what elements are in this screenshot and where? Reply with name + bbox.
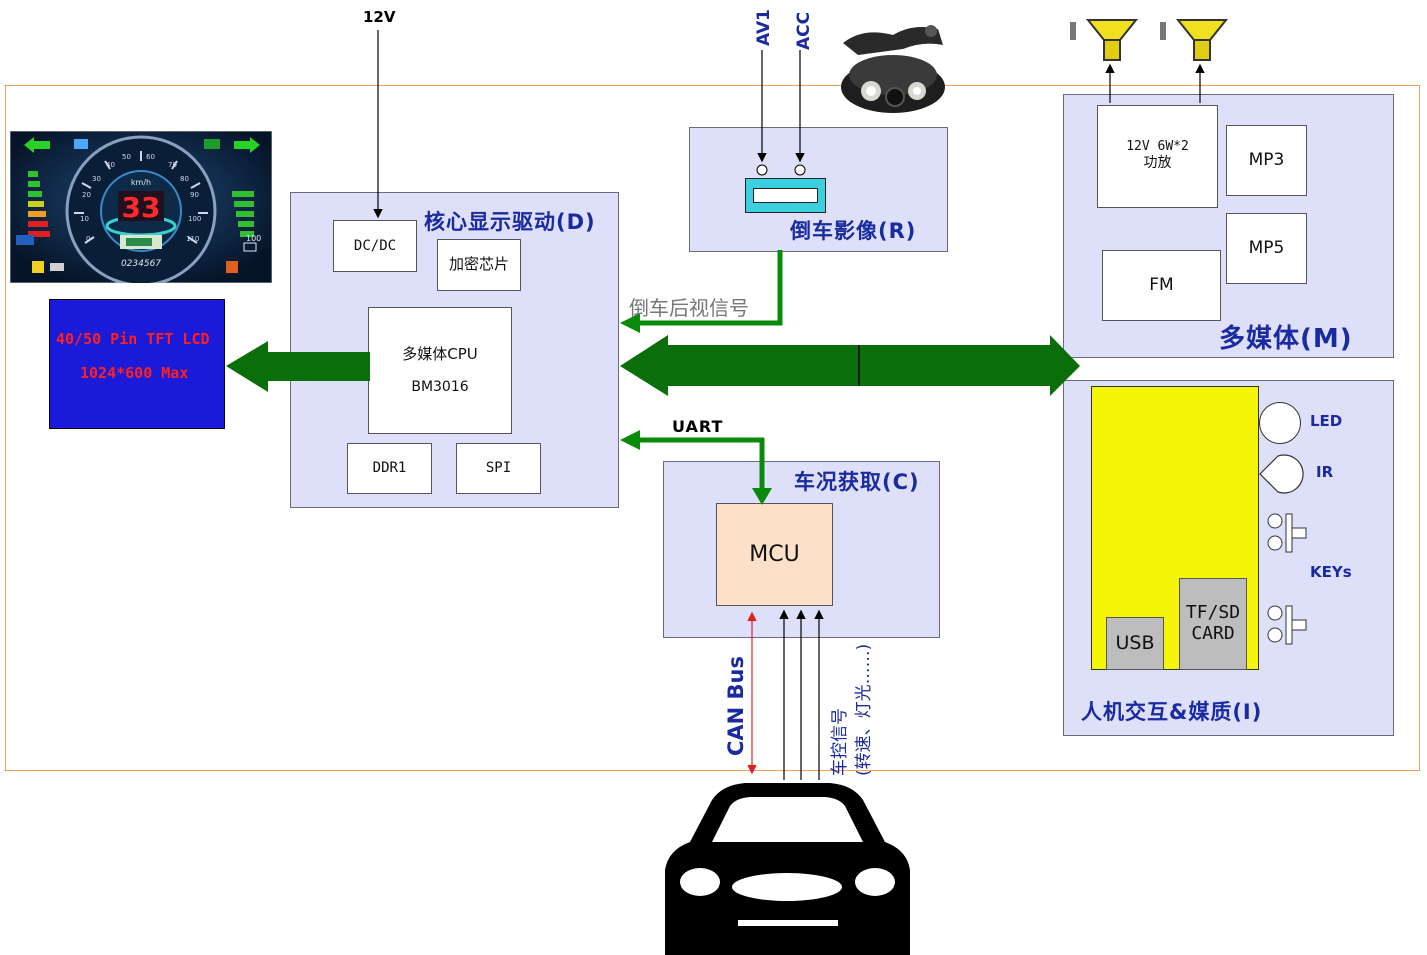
mcu-block: MCU (716, 503, 833, 606)
amplifier-block: 12V 6W*2 功放 (1097, 105, 1218, 208)
keys-label: KEYs (1310, 563, 1352, 581)
cpu-to-lcd-arrow (226, 341, 370, 392)
crypto-chip-block: 加密芯片 (437, 239, 521, 291)
mp3-block: MP3 (1226, 125, 1307, 196)
tf-sd-card-slot: TF/SD CARD (1179, 578, 1247, 670)
mp5-block: MP5 (1226, 213, 1307, 284)
cpu-model: BM3016 (411, 379, 469, 396)
svg-text:10: 10 (80, 215, 89, 223)
svg-text:30: 30 (92, 175, 101, 183)
reverse-panel-title: 倒车影像(R) (790, 219, 917, 243)
svg-text:100: 100 (246, 234, 261, 243)
multimedia-cpu-block: 多媒体CPU BM3016 (368, 307, 512, 434)
usb-port: USB (1106, 617, 1164, 670)
tft-lcd-display: 40/50 Pin TFT LCD 1024*600 Max (49, 299, 225, 429)
speaker-icon (1070, 14, 1142, 64)
svg-text:60: 60 (146, 153, 155, 161)
multimedia-panel-title: 多媒体(M) (1219, 324, 1353, 354)
dcdc-block: DC/DC (333, 220, 417, 272)
reverse-signal-label: 倒车后视信号 (629, 296, 749, 320)
tf-label-2: CARD (1191, 623, 1235, 644)
spi-block: SPI (456, 443, 541, 494)
amplifier-spec: 12V 6W*2 (1126, 139, 1189, 154)
can-bus-label: CAN Bus (724, 655, 748, 756)
tf-label-1: TF/SD (1185, 602, 1241, 624)
key-switch-icon (1266, 604, 1310, 648)
svg-text:40: 40 (106, 161, 115, 169)
speaker-icon (1160, 14, 1232, 64)
svg-text:50: 50 (122, 153, 131, 161)
control-signal-label-1: 车控信号 (830, 708, 850, 776)
control-signal-label-2: (转速、灯光……) (854, 643, 874, 776)
dashboard-odometer: 0234567 (121, 259, 161, 269)
svg-text:20: 20 (82, 191, 91, 199)
acc-label: ACC (794, 11, 814, 50)
uart-path (636, 437, 765, 495)
core-panel-title: 核心显示驱动(D) (424, 210, 596, 234)
camera-connector (745, 178, 826, 213)
fm-block: FM (1102, 250, 1221, 321)
led-label: LED (1310, 412, 1343, 430)
svg-text:100: 100 (188, 215, 201, 223)
lcd-spec-line2: 1024*600 Max (80, 364, 189, 382)
svg-text:90: 90 (190, 191, 199, 199)
camera-image (833, 15, 955, 115)
av1-label: AV1 (754, 9, 774, 46)
svg-text:80: 80 (180, 175, 189, 183)
dashboard-image: 50 60 40 70 30 80 20 90 10 100 0 110 km/h 33 0… (9, 130, 273, 287)
system-boundary (5, 85, 1420, 771)
ddr-block: DDR1 (347, 443, 432, 494)
svg-text:70: 70 (168, 161, 177, 169)
hmi-panel-title: 人机交互&媒质(I) (1081, 700, 1263, 724)
svg-text:110: 110 (186, 235, 199, 243)
cpu-label: 多媒体CPU (402, 344, 478, 363)
dashboard-speed: 33 (122, 191, 161, 224)
vehicle-panel-title: 车况获取(C) (794, 470, 920, 494)
svg-text:0: 0 (86, 235, 90, 243)
led-icon (1259, 402, 1301, 444)
car-icon (665, 783, 910, 955)
reverse-signal-path (636, 250, 783, 326)
lcd-spec-line1: 40/50 Pin TFT LCD (56, 330, 210, 348)
uart-label: UART (672, 417, 724, 436)
ir-label: IR (1316, 463, 1334, 481)
power-12v-label: 12V (363, 8, 396, 26)
dashboard-unit: km/h (131, 178, 151, 187)
ir-receiver-icon (1258, 452, 1310, 496)
amplifier-label: 功放 (1143, 154, 1172, 171)
main-bus-arrow (620, 335, 1080, 396)
key-switch-icon (1266, 512, 1310, 556)
